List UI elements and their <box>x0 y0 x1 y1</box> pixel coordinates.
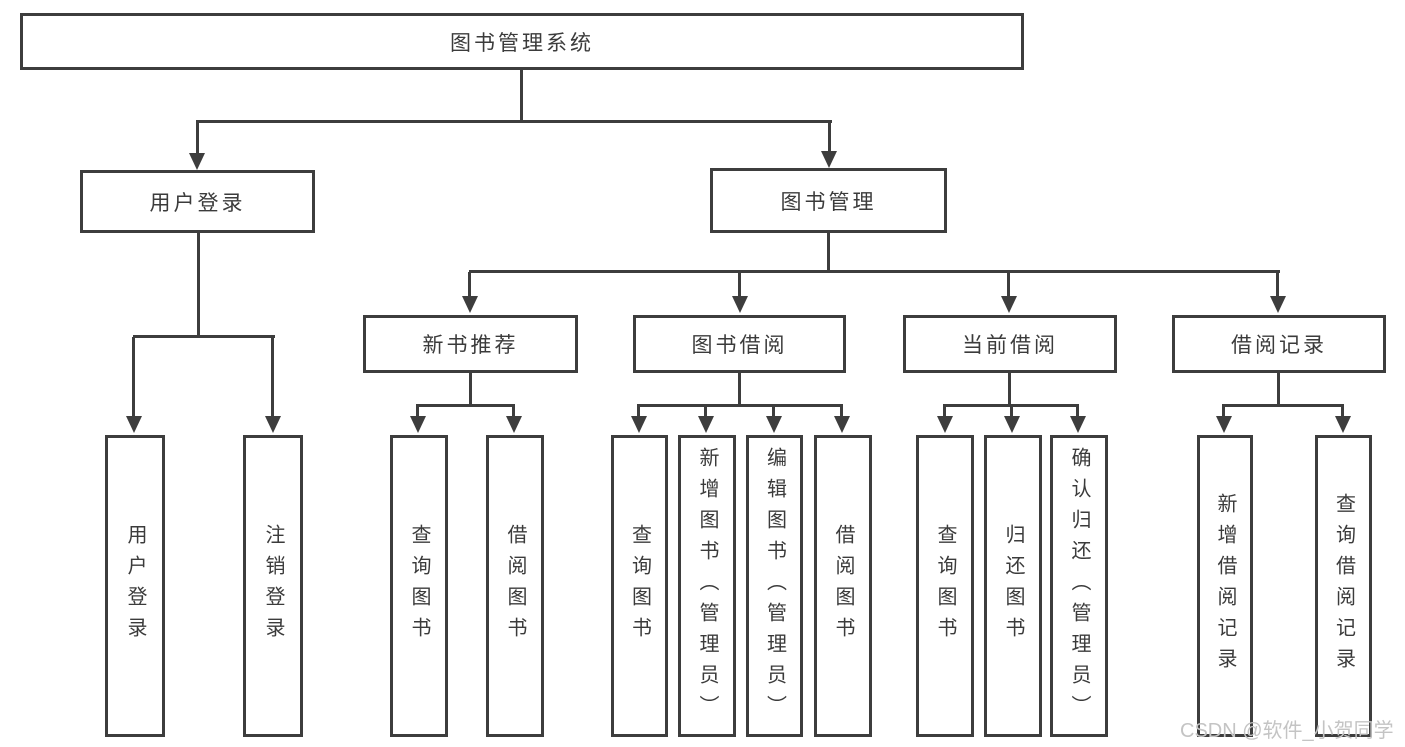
node-label: 确认归还（管理员） <box>1068 446 1090 726</box>
arrow-down-icon <box>506 416 522 433</box>
node-current-borrowing: 当前借阅 <box>903 315 1117 373</box>
arrow-down-icon <box>631 416 647 433</box>
leaf-query-books-current: 查询图书 <box>916 435 974 737</box>
connector-book-mgmt-stem <box>827 233 830 272</box>
node-book-borrowing: 图书借阅 <box>633 315 846 373</box>
connector-level3-rail <box>469 270 1280 273</box>
connector-rail <box>637 404 843 407</box>
connector-drop <box>1341 406 1344 417</box>
connector-drop <box>271 337 274 416</box>
connector-drop <box>637 406 640 417</box>
connector-stem <box>1008 373 1011 406</box>
node-label: 查询图书 <box>628 524 651 648</box>
connector-stem <box>1277 373 1280 406</box>
connector-stem <box>738 373 741 406</box>
connector-user-login-stem <box>197 233 200 337</box>
connector-drop <box>132 337 135 416</box>
connector-drop <box>512 406 515 417</box>
connector-drop <box>1007 272 1010 297</box>
node-label: 查询图书 <box>934 524 956 648</box>
node-label: 新增图书（管理员） <box>696 446 718 726</box>
connector-drop <box>943 406 946 417</box>
arrow-down-icon <box>1004 416 1020 433</box>
node-label: 图书借阅 <box>691 334 788 357</box>
leaf-edit-book-admin: 编辑图书（管理员） <box>746 435 803 737</box>
arrow-down-icon <box>766 416 782 433</box>
leaf-borrow-books-borrowing: 借阅图书 <box>814 435 872 737</box>
leaf-user-login: 用户登录 <box>105 435 165 737</box>
connector-drop <box>828 122 831 152</box>
connector-drop <box>738 272 741 297</box>
connector-drop <box>1276 272 1279 297</box>
arrow-down-icon <box>1270 296 1286 313</box>
arrow-down-icon <box>821 151 837 168</box>
node-label: 图书管理系统 <box>450 31 594 55</box>
node-label: 查询借阅记录 <box>1332 493 1355 679</box>
connector-drop <box>468 272 471 297</box>
leaf-query-books-borrowing: 查询图书 <box>611 435 668 737</box>
connector-stem <box>469 373 472 406</box>
connector-rail <box>943 404 1079 407</box>
arrow-down-icon <box>937 416 953 433</box>
leaf-add-book-admin: 新增图书（管理员） <box>678 435 736 737</box>
node-user-login: 用户登录 <box>80 170 315 233</box>
arrow-down-icon <box>265 416 281 433</box>
leaf-return-books: 归还图书 <box>984 435 1042 737</box>
node-label: 新书推荐 <box>422 334 519 357</box>
arrow-down-icon <box>1070 416 1086 433</box>
arrow-down-icon <box>1216 416 1232 433</box>
node-label: 查询图书 <box>408 524 430 648</box>
connector-user-login-rail <box>133 335 275 338</box>
arrow-down-icon <box>462 296 478 313</box>
node-label: 图书管理 <box>780 190 877 214</box>
leaf-logout: 注销登录 <box>243 435 303 737</box>
node-borrowing-records: 借阅记录 <box>1172 315 1386 373</box>
arrow-down-icon <box>834 416 850 433</box>
connector-drop <box>704 406 707 417</box>
connector-drop <box>840 406 843 417</box>
leaf-confirm-return-admin: 确认归还（管理员） <box>1050 435 1108 737</box>
arrow-down-icon <box>189 153 205 170</box>
node-label: 用户登录 <box>149 191 246 215</box>
connector-drop <box>772 406 775 417</box>
node-book-management: 图书管理 <box>710 168 947 233</box>
connector-drop <box>1076 406 1079 417</box>
connector-drop <box>416 406 419 417</box>
node-label: 注销登录 <box>262 524 284 648</box>
node-label: 当前借阅 <box>962 334 1058 357</box>
node-library-management-system: 图书管理系统 <box>20 13 1024 70</box>
connector-drop <box>1222 406 1225 417</box>
node-new-book-recommendation: 新书推荐 <box>363 315 578 373</box>
leaf-query-books-recommendation: 查询图书 <box>390 435 448 737</box>
node-label: 借阅记录 <box>1231 334 1327 357</box>
arrow-down-icon <box>410 416 426 433</box>
leaf-add-borrow-record: 新增借阅记录 <box>1197 435 1253 737</box>
connector-root-stem <box>520 70 523 122</box>
leaf-borrow-books-recommendation: 借阅图书 <box>486 435 544 737</box>
connector-drop <box>196 122 199 154</box>
connector-rail <box>1222 404 1344 407</box>
arrow-down-icon <box>126 416 142 433</box>
connector-drop <box>1010 406 1013 417</box>
csdn-watermark: CSDN @软件_小贺同学 <box>1180 720 1394 742</box>
node-label: 新增借阅记录 <box>1214 493 1236 679</box>
leaf-query-borrow-record: 查询借阅记录 <box>1315 435 1372 737</box>
node-label: 归还图书 <box>1002 524 1024 648</box>
node-label: 编辑图书（管理员） <box>763 446 786 726</box>
node-label: 借阅图书 <box>504 524 526 648</box>
connector-level2-rail <box>196 120 832 123</box>
node-label: 借阅图书 <box>832 524 854 648</box>
arrow-down-icon <box>698 416 714 433</box>
node-label: 用户登录 <box>124 524 146 648</box>
arrow-down-icon <box>1335 416 1351 433</box>
connector-rail <box>416 404 515 407</box>
arrow-down-icon <box>1001 296 1017 313</box>
arrow-down-icon <box>732 296 748 313</box>
